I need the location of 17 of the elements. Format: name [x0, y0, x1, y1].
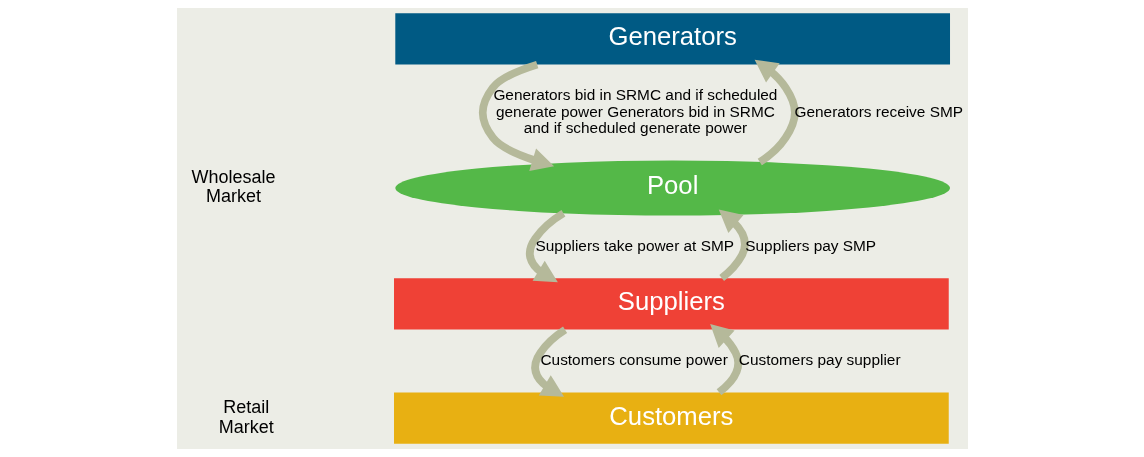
arrow	[530, 326, 567, 397]
arrow	[718, 209, 749, 281]
node-ellipse: Pool	[394, 160, 950, 216]
node-box: Suppliers	[393, 278, 949, 330]
node-box: Customers	[393, 392, 949, 444]
arrow	[478, 60, 554, 171]
node-box: Generators	[394, 13, 950, 65]
arrow	[754, 59, 799, 166]
edge-label: Suppliers pay SMP	[744, 236, 876, 254]
edge-label: Suppliers take power at SMP	[535, 236, 734, 254]
edge-label: Generators bid in SRMC and if scheduled generate power Generators bid in SRMC and if scheduled generate power	[492, 85, 777, 137]
label: Wholesale Market	[191, 167, 275, 207]
arrow	[525, 209, 565, 283]
label: Retail Market	[218, 397, 274, 437]
edge-label: Customers pay supplier	[738, 351, 901, 369]
edge-label: Customers consume power	[539, 351, 728, 369]
edge-label: Generators receive SMP	[794, 102, 963, 120]
